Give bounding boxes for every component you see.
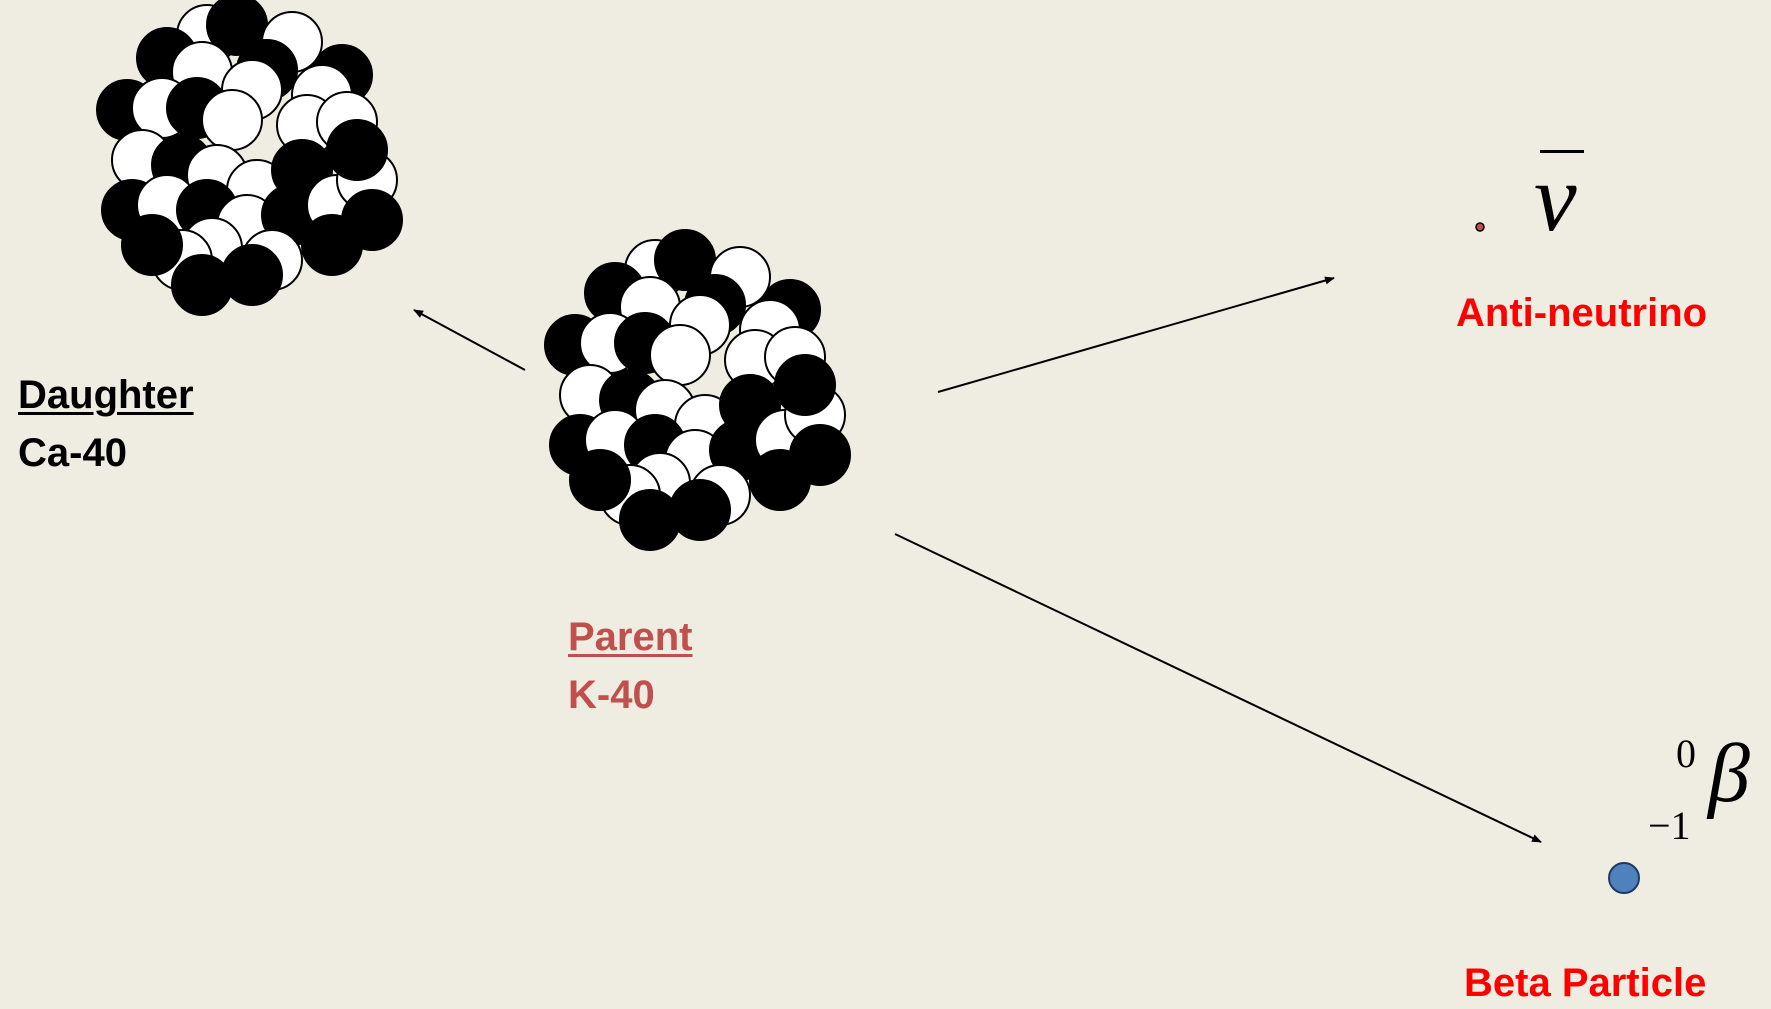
daughter-title: Daughter: [18, 373, 194, 417]
neutron-dark: [121, 214, 183, 276]
arrow-to-beta: [894, 533, 1542, 843]
daughter-isotope: Ca-40: [18, 431, 127, 475]
neutron-dark: [669, 479, 731, 541]
neutron-dark: [341, 189, 403, 251]
beta-charge: −1: [1648, 803, 1691, 848]
parent-title: Parent: [568, 615, 693, 659]
antineutrino-label: Anti-neutrino: [1456, 291, 1708, 335]
neutron-dark: [569, 449, 631, 511]
beta-particle-dot: [1608, 862, 1640, 894]
arrow-to-daughter: [413, 309, 526, 371]
proton-light: [649, 324, 711, 386]
antineutrino-overbar: [1540, 150, 1584, 153]
daughter-nucleus: [96, 0, 403, 316]
beta-mass-number: 0: [1676, 731, 1696, 776]
neutron-dark: [789, 424, 851, 486]
antineutrino-symbol: ν: [1534, 144, 1577, 251]
antineutrino-dot: [1475, 222, 1485, 232]
neutron-dark: [774, 354, 836, 416]
neutron-dark: [221, 244, 283, 306]
arrow-to-antineutrino: [937, 276, 1335, 393]
beta-symbol: β: [1708, 727, 1750, 820]
neutron-dark: [326, 119, 388, 181]
proton-light: [201, 89, 263, 151]
beta-particle-label: Beta Particle: [1464, 961, 1707, 1005]
parent-isotope: K-40: [568, 673, 655, 717]
parent-nucleus: [544, 229, 851, 551]
